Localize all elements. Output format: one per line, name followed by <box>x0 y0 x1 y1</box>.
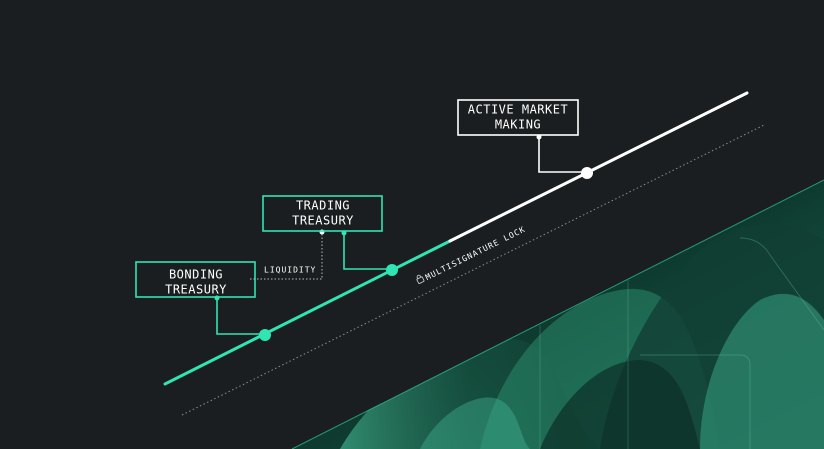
liquidity-label: LIQUIDITY <box>264 266 316 275</box>
multisig-label-group: MULTISIGNATURE LOCK <box>416 225 527 284</box>
trading-treasury-box <box>262 195 383 232</box>
trading-treasury-anchor-dot <box>341 230 347 236</box>
active-market-making-point <box>581 167 593 179</box>
node-active-market-making: ACTIVE MARKET MAKING <box>457 99 593 179</box>
trading-treasury-point <box>386 264 398 276</box>
bonding-treasury-anchor-dot <box>214 295 220 301</box>
multisig-label: MULTISIGNATURE LOCK <box>424 225 527 282</box>
bonding-treasury-line1: BONDING <box>169 268 223 282</box>
active-market-making-box <box>457 99 579 136</box>
trading-treasury-line1: TRADING <box>296 199 350 213</box>
bonding-treasury-point <box>259 329 271 341</box>
active-market-making-anchor-dot <box>536 134 542 140</box>
main-line-accent <box>163 239 452 386</box>
decorative-wave-panel <box>292 180 824 449</box>
active-market-making-line2: MAKING <box>495 118 541 132</box>
liquidity-link: LIQUIDITY <box>250 229 325 280</box>
trading-treasury-line2: TREASURY <box>292 214 354 228</box>
main-line-white <box>448 91 749 243</box>
active-market-making-connector <box>538 137 587 173</box>
trading-treasury-connector <box>343 233 392 270</box>
lock-icon <box>416 274 425 284</box>
bonding-treasury-connector <box>216 298 265 335</box>
node-trading-treasury: TRADING TREASURY <box>262 195 398 276</box>
node-bonding-treasury: BONDING TREASURY <box>135 261 271 341</box>
multisig-dotted-line <box>181 124 765 416</box>
bonding-treasury-line2: TREASURY <box>165 283 227 297</box>
wave-panel-edge <box>291 179 824 449</box>
active-market-making-line1: ACTIVE MARKET <box>468 103 568 117</box>
